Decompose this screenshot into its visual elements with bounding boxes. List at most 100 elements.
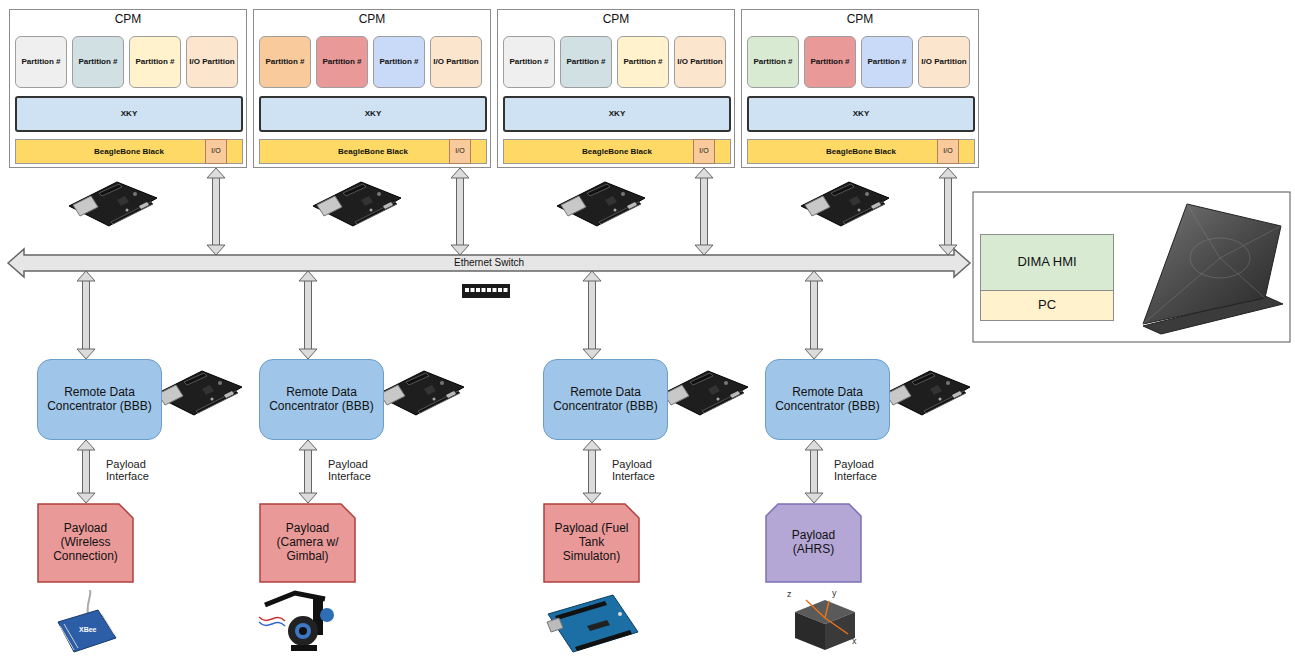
node-label: Partition # [810,57,849,66]
node-label: Partition # [867,57,906,66]
outline-shape [544,504,639,582]
interface-label: Payload Interface [106,458,168,483]
connector [299,271,317,359]
hypervisor-bar: XKY [259,96,487,132]
connector-line [589,281,595,349]
connector-outline [810,450,818,493]
node-label: I/O [211,147,220,155]
node-label: I/O Partition [433,57,478,66]
arrow-head [805,440,823,450]
connector-line [811,281,817,349]
node-label: Payload (Camera w/ Gimbal) [265,522,350,563]
partition-box: Partition # [129,36,181,88]
label-holder: z [787,589,792,599]
ahrs-image [795,600,855,650]
board-image [557,182,645,226]
connector-line [811,450,817,493]
node-label: I/O [455,147,464,155]
connector-line [213,178,219,245]
arrow-head [583,349,601,359]
node-label: I/O Partition [677,57,722,66]
node-label: XKY [853,109,869,118]
connector-outline [588,281,596,349]
node-label: CPM [603,13,630,27]
data-concentrator: Remote Data Concentrator (BBB) [543,359,668,440]
arrow-head [207,245,225,255]
arduino-image [547,595,638,652]
arrow-head [77,271,95,281]
arrow-head [207,168,225,178]
outline-shape [8,249,970,277]
cpm-box: CPMPartition #Partition #Partition #I/O … [253,9,491,168]
connector [451,168,469,255]
connector-line [701,178,707,245]
partition-box: Partition # [861,36,913,88]
connector [583,440,601,503]
node-label: I/O [943,147,952,155]
hypervisor-bar: XKY [747,96,975,132]
image-label: y [832,588,837,598]
arrow-head [77,493,95,503]
partition-box: I/O Partition [430,36,482,88]
node-label: Partition # [753,57,792,66]
node-label: BeagleBone Black [94,147,164,156]
node-label: BeagleBone Black [826,147,896,156]
partition-box: I/O Partition [186,36,238,88]
ethernet-switch: Ethernet Switch [8,249,970,277]
partition-box: Partition # [259,36,311,88]
node-label: XKY [121,109,137,118]
node-label: Partition # [379,57,418,66]
arrow-head [695,245,713,255]
node-label: I/O [699,147,708,155]
image-label: XBee [79,626,97,634]
outline-shape [766,504,861,582]
connector-outline [588,450,596,493]
connector [77,440,95,503]
partition-box: Partition # [373,36,425,88]
board-bar: BeagleBone Black I/O [747,139,975,164]
node-label: Remote Data Concentrator (BBB) [772,386,883,414]
label-holder: y [832,588,837,598]
data-concentrator: Remote Data Concentrator (BBB) [259,359,384,440]
connector-outline [700,178,708,245]
board-image [313,182,401,226]
pc-box: PC [980,290,1114,321]
edge-label-holder: Payload Interface [106,458,168,483]
data-concentrator: Remote Data Concentrator (BBB) [765,359,890,440]
board-bar: BeagleBone Black I/O [259,139,487,164]
edge-label-holder: Payload Interface [612,458,674,483]
connector-line [305,281,311,349]
connector [695,168,713,255]
arrow-head [583,493,601,503]
arrow-head [583,440,601,450]
arrow-head [939,168,957,178]
io-box: I/O [693,139,715,164]
node-label: BeagleBone Black [338,147,408,156]
label-holder: XBee [79,626,97,634]
connector [805,271,823,359]
arrow-head [695,168,713,178]
edge-label-holder: Payload Interface [834,458,896,483]
connector-outline [304,450,312,493]
connector [805,440,823,503]
partition-box: Partition # [560,36,612,88]
cpm-box: CPMPartition #Partition #Partition #I/O … [9,9,247,168]
arrow-head [77,349,95,359]
arrow-head [299,271,317,281]
interface-label: Payload Interface [328,458,390,483]
outline-shape [260,504,355,582]
node-label: I/O Partition [921,57,966,66]
connector-outline [944,178,952,245]
node-label: Remote Data Concentrator (BBB) [44,386,155,414]
connector [207,168,225,255]
xbee-image [58,590,116,652]
partition-box: Partition # [15,36,67,88]
connector-line [589,450,595,493]
board-image [69,182,157,226]
partition-box: Partition # [617,36,669,88]
node-label: PC [1038,298,1056,313]
node-label: Payload (AHRS) [771,529,856,557]
arrow-head [299,440,317,450]
connector-line [83,450,89,493]
node-label: Partition # [21,57,60,66]
